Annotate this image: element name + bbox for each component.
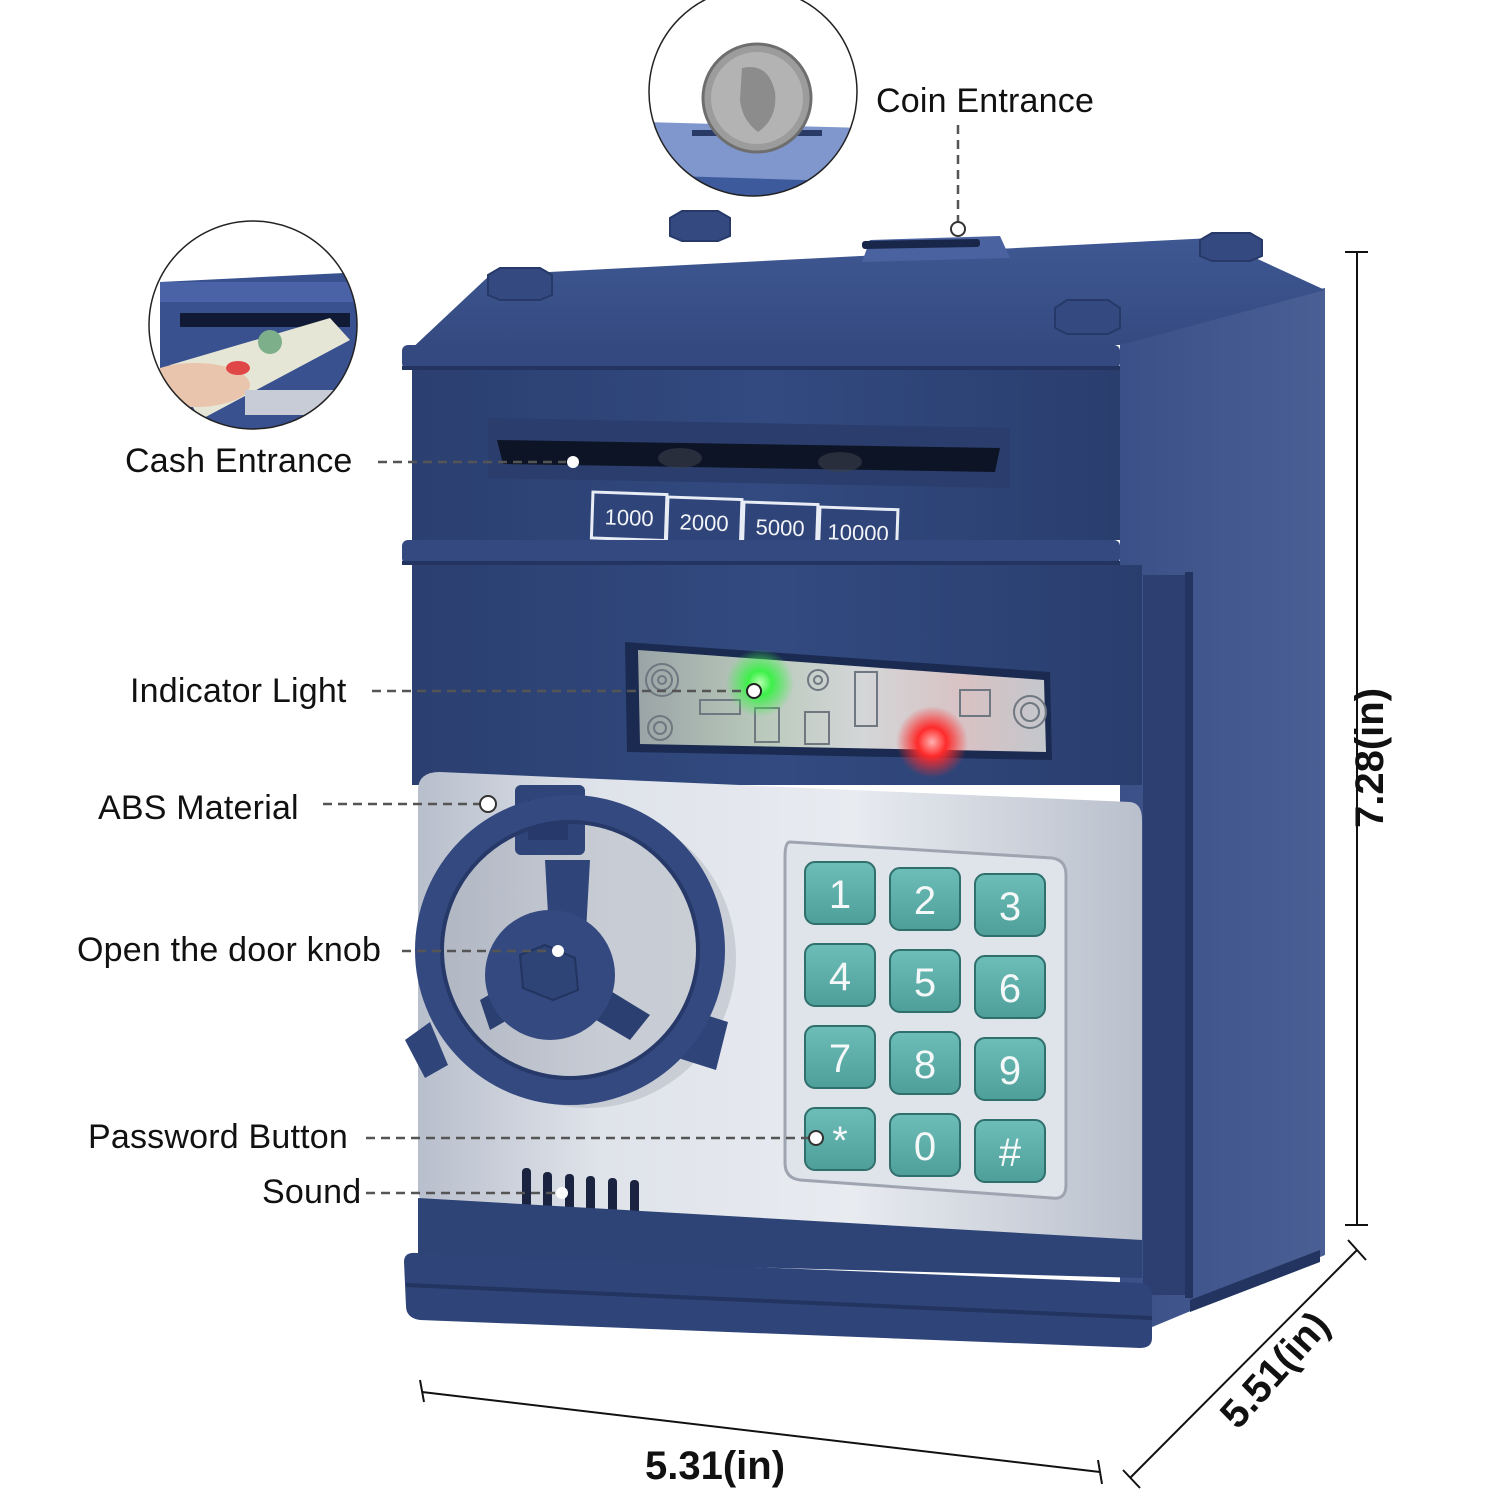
callout-label-password-button: Password Button <box>88 1118 349 1156</box>
door-knob-marker <box>552 945 564 957</box>
callout-label-door-knob: Open the door knob <box>77 931 382 969</box>
callout-lines <box>323 125 960 1195</box>
dimension-height-label: 7.28(in) <box>1348 687 1393 829</box>
keypad-key-5[interactable]: 5 <box>889 949 961 1013</box>
keypad-key-label: * <box>832 1119 848 1163</box>
denomination-1000: 1000 <box>604 504 654 531</box>
keypad-key-8[interactable]: 8 <box>889 1031 961 1095</box>
bottom-band <box>418 1198 1142 1278</box>
keypad-key-label: 6 <box>999 967 1021 1011</box>
keypad-key-6[interactable]: 6 <box>974 955 1046 1019</box>
lid-bolts <box>487 210 1263 335</box>
callout-dots <box>479 221 966 1199</box>
keypad-key-label: 7 <box>829 1037 851 1081</box>
callout-label-sound: Sound <box>262 1173 362 1211</box>
password-button-marker <box>808 1130 824 1146</box>
denomination-labels: 1000 2000 5000 10000 <box>589 490 900 558</box>
keypad-key-label: 8 <box>914 1043 936 1087</box>
keypad-key-label: 0 <box>914 1125 936 1169</box>
red-indicator-light <box>896 706 968 778</box>
keypad-key-1[interactable]: 1 <box>804 861 876 925</box>
callout-label-indicator-light: Indicator Light <box>130 672 347 710</box>
dimension-width-label: 5.31(in) <box>645 1444 786 1488</box>
callout-label-coin-entrance: Coin Entrance <box>876 82 1095 120</box>
keypad-key-2[interactable]: 2 <box>889 867 961 931</box>
keypad-key-4[interactable]: 4 <box>804 943 876 1007</box>
cash-entrance-marker <box>567 456 579 468</box>
indicator-window <box>625 642 1052 778</box>
keypad-key-star[interactable]: * <box>804 1107 876 1171</box>
keypad-key-label: 2 <box>914 879 936 923</box>
callout-label-abs-material: ABS Material <box>98 789 299 827</box>
dimension-lines <box>419 251 1368 1489</box>
keypad-key-7[interactable]: 7 <box>804 1025 876 1089</box>
abs-material-marker <box>479 795 497 813</box>
callout-label-cash-entrance: Cash Entrance <box>125 442 353 480</box>
keypad-key-0[interactable]: 0 <box>889 1113 961 1177</box>
keypad-key-label: # <box>999 1131 1022 1175</box>
keypad-keys: 1 2 3 4 5 6 7 8 9 * 0 # <box>804 861 1046 1183</box>
keypad-key-label: 9 <box>999 1049 1021 1093</box>
middle-rim <box>402 540 1120 564</box>
keypad-key-label: 3 <box>999 885 1021 929</box>
keypad-key-label: 4 <box>829 955 851 999</box>
side-door-hinge <box>1143 575 1185 1295</box>
cash-slot <box>488 418 1010 488</box>
indicator-light-marker <box>746 683 762 699</box>
piggy-bank-safe: 1000 2000 5000 10000 <box>402 210 1325 1348</box>
keypad-key-label: 5 <box>914 961 936 1005</box>
green-indicator-light <box>726 649 794 717</box>
keypad-key-hash[interactable]: # <box>974 1119 1046 1183</box>
cash-entrance-inset <box>148 220 358 430</box>
keypad-key-3[interactable]: 3 <box>974 873 1046 937</box>
keypad-key-label: 1 <box>829 873 851 917</box>
denomination-5000: 5000 <box>755 514 805 541</box>
lid-front-rim <box>402 345 1120 369</box>
coin-slot <box>861 236 1010 262</box>
sound-marker <box>556 1187 568 1199</box>
keypad-key-9[interactable]: 9 <box>974 1037 1046 1101</box>
door-knob <box>405 785 736 1108</box>
denomination-2000: 2000 <box>679 509 729 536</box>
coin-entrance-inset <box>648 0 858 197</box>
coin-entrance-marker <box>950 221 966 237</box>
